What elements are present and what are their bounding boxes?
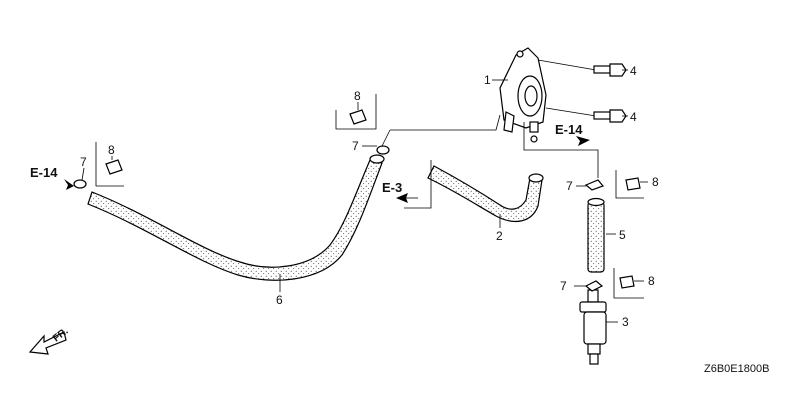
clip-8d	[619, 275, 635, 289]
hose-clip-7c	[584, 179, 605, 191]
drawing-code: Z6B0E1800B	[704, 363, 769, 375]
bracket-e14	[523, 122, 599, 178]
leader-7a-link	[390, 114, 501, 131]
ref-e14-left: E-14	[30, 165, 58, 180]
callout-3: 3	[622, 315, 629, 329]
fuel-hose-5	[587, 201, 605, 273]
clip-8b	[105, 159, 123, 175]
hose-clip-7a	[376, 145, 390, 155]
fuel-hose-6	[87, 159, 383, 281]
bracket-e3	[404, 160, 432, 209]
callout-7d: 7	[560, 279, 567, 293]
bolt-lower	[545, 107, 627, 123]
ref-e14-right: E-14	[555, 122, 583, 137]
callout-2: 2	[496, 229, 503, 243]
callout-6: 6	[276, 293, 283, 307]
callout-1: 1	[484, 73, 491, 87]
e3-arrow-icon	[396, 193, 418, 203]
leader-7b	[81, 167, 85, 181]
bracket-8d	[613, 268, 644, 299]
leader-7a-ext	[381, 129, 391, 147]
hose-5-top	[587, 197, 605, 207]
callout-8a: 8	[354, 89, 361, 103]
callout-7c: 7	[566, 179, 573, 193]
callout-4-upper: 4	[630, 64, 637, 78]
bracket-8a	[335, 94, 377, 130]
fuel-filter	[579, 289, 607, 365]
bracket-8b	[95, 142, 124, 187]
fuel-hose-2	[427, 165, 543, 223]
callout-5: 5	[619, 228, 626, 242]
hose-6-end	[369, 154, 385, 164]
bracket-8c	[615, 170, 644, 199]
hose-2-end	[528, 173, 544, 183]
e14-left-arrow-icon	[64, 179, 74, 190]
callout-8b: 8	[108, 143, 115, 157]
bolt-upper	[537, 59, 627, 77]
callout-8d: 8	[648, 274, 655, 288]
hose-clip-7b	[73, 179, 87, 189]
callout-4-lower: 4	[630, 110, 637, 124]
ref-e3: E-3	[382, 180, 402, 195]
fuel-pump	[499, 47, 547, 143]
clip-8c	[625, 177, 641, 191]
front-direction-arrow-icon	[28, 331, 67, 355]
hose-clip-7d	[584, 280, 604, 292]
callout-7a: 7	[352, 139, 359, 153]
clip-8a	[349, 109, 367, 125]
callout-8c: 8	[652, 175, 659, 189]
e14-right-arrow-icon	[576, 136, 590, 146]
callout-7b: 7	[80, 155, 87, 169]
